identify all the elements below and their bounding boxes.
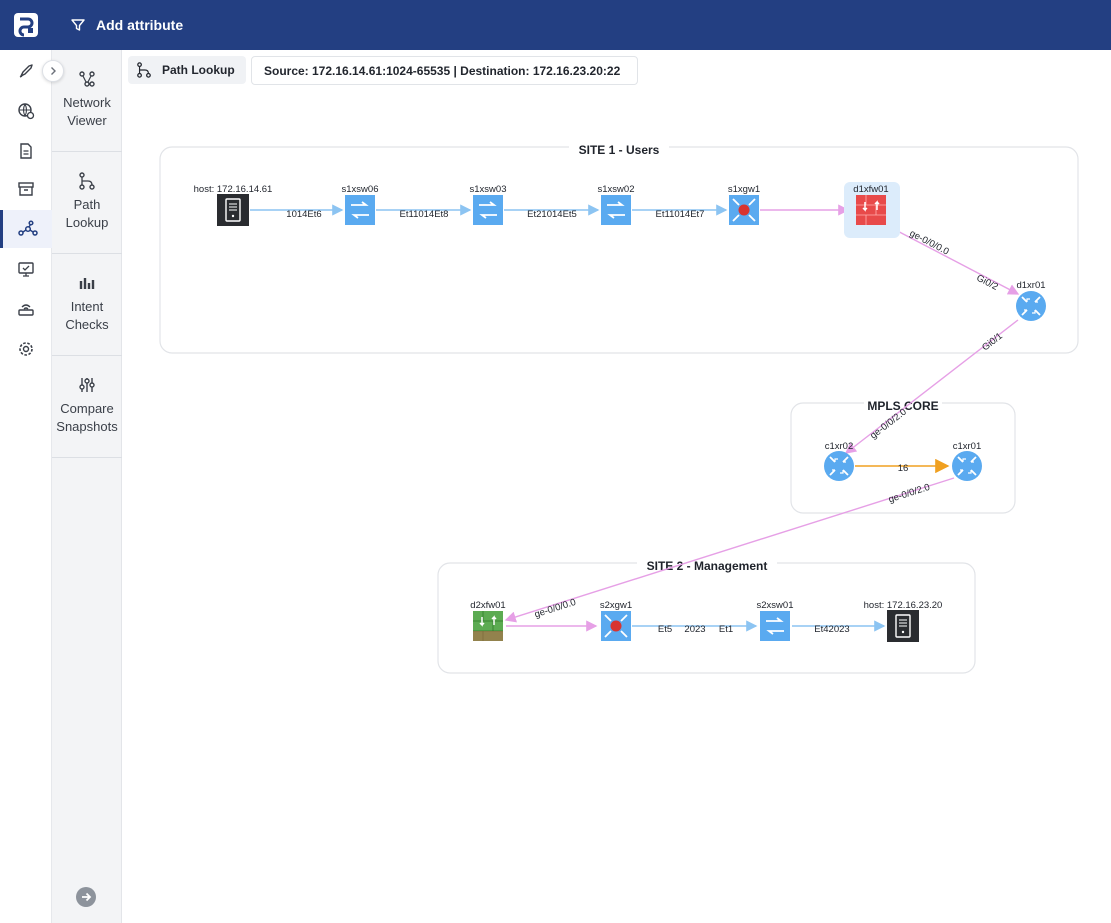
- node-s1xgw1[interactable]: s1xgw1: [728, 184, 760, 226]
- navigate-forward-button[interactable]: [76, 887, 96, 907]
- edge-label: Et1: [719, 624, 733, 635]
- node-label: d1xfw01: [853, 184, 888, 195]
- node-d1xfw01[interactable]: d1xfw01: [844, 182, 900, 238]
- node-label: s1xsw03: [470, 184, 507, 195]
- node-label: d1xr01: [1016, 280, 1045, 291]
- document-icon[interactable]: [0, 132, 52, 170]
- group-mpls: MPLS CORE: [790, 397, 1016, 514]
- node-c1xr02[interactable]: c1xr02: [823, 441, 855, 482]
- filter-icon: [71, 19, 85, 31]
- node-label: s2xsw01: [757, 600, 794, 611]
- top-bar: Add attribute: [0, 0, 1111, 50]
- node-host2[interactable]: host: 172.16.23.20: [864, 600, 943, 643]
- group-title-site2: SITE 2 - Management: [647, 559, 768, 573]
- node-c1xr01[interactable]: c1xr01: [951, 441, 983, 482]
- node-s2xsw01[interactable]: s2xsw01: [757, 600, 794, 642]
- edge-label: Et11014Et8: [400, 209, 449, 220]
- add-attribute-button[interactable]: Add attribute: [70, 0, 183, 50]
- server-icon: [216, 193, 250, 227]
- node-label: s2xgw1: [600, 600, 632, 611]
- router-icon: [951, 450, 983, 482]
- node-label: s1xsw02: [598, 184, 635, 195]
- node-label: s1xsw06: [342, 184, 379, 195]
- subnav-item-intent-checks[interactable]: Intent Checks: [52, 254, 122, 356]
- edge-label: Et21014Et5: [527, 209, 577, 220]
- add-attribute-label: Add attribute: [96, 17, 184, 33]
- subnav-label: Path Lookup: [65, 197, 109, 230]
- router-icon: [823, 450, 855, 482]
- edge-s1xsw06-s1xsw03: Et11014Et8: [376, 204, 472, 220]
- edge-label: 16: [898, 463, 909, 474]
- edge-s2xgw1-s2xsw01: Et5 2023 Et1: [632, 620, 758, 635]
- edge-c1xr02-c1xr01: 16: [855, 458, 950, 474]
- subnav-item-path-lookup[interactable]: Path Lookup: [52, 152, 122, 254]
- network-icon[interactable]: [0, 210, 52, 248]
- node-s1xsw06[interactable]: s1xsw06: [342, 184, 379, 226]
- subnav-label: Intent Checks: [65, 299, 109, 332]
- archive-icon[interactable]: [0, 170, 52, 208]
- group-site2: SITE 2 - Management: [437, 557, 976, 674]
- firewall-icon: [473, 611, 503, 641]
- tab-path-lookup-label: Path Lookup: [162, 63, 235, 77]
- node-label: s1xgw1: [728, 184, 760, 195]
- subnav-item-network-viewer[interactable]: Network Viewer: [52, 50, 122, 152]
- arrow-right-icon: [82, 892, 92, 902]
- edge-label: 1014Et6: [286, 209, 321, 220]
- node-s2xgw1[interactable]: s2xgw1: [600, 600, 632, 642]
- edge-label: Et5: [658, 624, 672, 635]
- node-s1xsw02[interactable]: s1xsw02: [598, 184, 635, 226]
- node-d1xr01[interactable]: d1xr01: [1015, 280, 1047, 322]
- rocket-icon[interactable]: [0, 52, 52, 90]
- router-icon[interactable]: [0, 290, 52, 328]
- switch-icon: [472, 194, 504, 226]
- icon-rail: [0, 50, 52, 923]
- tab-path-lookup[interactable]: Path Lookup: [128, 56, 246, 84]
- path-diagram[interactable]: SITE 1 - Users MPLS CORE SITE 2 - Manage…: [122, 86, 1111, 923]
- group-title-mpls: MPLS CORE: [867, 399, 938, 413]
- expand-sidebar-button[interactable]: [42, 60, 64, 82]
- gateway-icon: [600, 610, 632, 642]
- subnav-label: Network Viewer: [63, 95, 111, 128]
- app-logo[interactable]: [14, 13, 38, 37]
- node-label: d2xfw01: [470, 600, 505, 611]
- edge-s1xsw03-s1xsw02: Et21014Et5: [504, 204, 600, 220]
- edge-host1-s1xsw06: 1014Et6: [250, 204, 344, 220]
- globe-settings-icon[interactable]: [0, 92, 52, 130]
- switch-icon: [344, 194, 376, 226]
- compare-icon: [79, 378, 95, 392]
- node-label: c1xr02: [825, 441, 854, 452]
- router-icon: [1015, 290, 1047, 322]
- path-query-display: Source: 172.16.14.61:1024-65535 | Destin…: [251, 56, 638, 85]
- monitor-icon[interactable]: [0, 250, 52, 288]
- node-host1[interactable]: host: 172.16.14.61: [194, 184, 273, 227]
- edge-s1xsw02-s1xgw1: Et11014Et7: [632, 204, 728, 220]
- path-lookup-icon: [79, 172, 95, 190]
- switch-icon: [600, 194, 632, 226]
- edge-label: 2023: [684, 624, 705, 635]
- secondary-nav: Network Viewer Path Lookup Intent Checks…: [52, 50, 122, 923]
- edge-label: Et42023: [814, 624, 849, 635]
- server-icon: [886, 609, 920, 643]
- subnav-item-compare-snapshots[interactable]: Compare Snapshots: [52, 356, 122, 458]
- node-s1xsw03[interactable]: s1xsw03: [470, 184, 507, 226]
- bar-chart-icon: [79, 278, 95, 289]
- node-label: host: 172.16.23.20: [864, 600, 943, 611]
- edge-label: Et11014Et7: [656, 209, 705, 220]
- gear-icon[interactable]: [0, 330, 52, 368]
- gateway-icon: [728, 194, 760, 226]
- subnav-label: Compare Snapshots: [56, 401, 118, 434]
- chevron-right-icon: [51, 67, 56, 75]
- node-d2xfw01[interactable]: d2xfw01: [470, 600, 506, 641]
- switch-icon: [759, 610, 791, 642]
- firewall-icon: [856, 195, 886, 225]
- node-label: c1xr01: [953, 441, 982, 452]
- path-lookup-icon: [137, 62, 151, 78]
- network-viewer-icon: [79, 71, 95, 87]
- group-title-site1: SITE 1 - Users: [579, 143, 660, 157]
- node-label: host: 172.16.14.61: [194, 184, 273, 195]
- edge-s2xsw01-host2: Et42023: [792, 620, 886, 635]
